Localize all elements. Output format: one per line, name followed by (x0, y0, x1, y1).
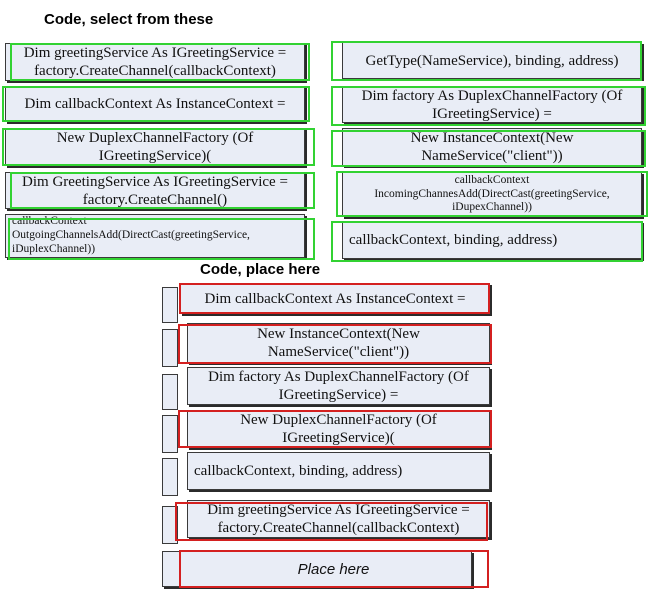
answer-tile-greeting-service-callback[interactable]: Dim greetingService As IGreetingService … (187, 500, 490, 538)
source-tile-callback-context-decl[interactable]: Dim callbackContext As InstanceContext = (5, 86, 305, 122)
tile-line: GetType(NameService), binding, address) (365, 52, 619, 69)
answer-tile-callback-context-decl[interactable]: Dim callbackContext As InstanceContext = (180, 283, 490, 314)
tile-line: iDupexChannel)) (452, 201, 532, 214)
place-here-slot[interactable]: Place here (180, 552, 487, 588)
source-tile-callback-binding-address[interactable]: callbackContext, binding, address) (342, 221, 642, 259)
place-here-label: Place here (297, 561, 370, 578)
tile-line: IGreetingService)( (98, 148, 212, 164)
tile-line: callbackContext (454, 173, 530, 186)
tile-line: IncomingChannesAdd(DirectCast(greetingSe… (374, 187, 610, 200)
tile-line: Dim factory As DuplexChannelFactory (Of (361, 87, 623, 104)
tile-line: factory.CreateChannel(callbackContext) (217, 520, 460, 536)
tile-line: New DuplexChannelFactory (Of (56, 130, 254, 146)
answer-slot-tab (162, 374, 178, 410)
tile-line: New InstanceContext(New (410, 130, 574, 146)
tile-line: NameService("client")) (267, 344, 410, 360)
tile-line: callbackContext (12, 215, 87, 228)
answer-tile-callback-binding-address[interactable]: callbackContext, binding, address) (187, 452, 490, 490)
answer-slot-tab (162, 415, 178, 453)
tile-line: New InstanceContext(New (257, 326, 420, 342)
tile-line: New DuplexChannelFactory (Of (240, 412, 437, 428)
tile-line: Dim greetingService As IGreetingService … (23, 45, 287, 61)
answer-slot-tab (162, 287, 178, 323)
tile-line: callbackContext, binding, address) (194, 463, 403, 479)
tile-line: IGreetingService) = (278, 387, 399, 403)
source-tile-greeting-service-callback[interactable]: Dim greetingService As IGreetingService … (5, 43, 305, 81)
answer-slot-tab (162, 458, 178, 496)
tile-line: Dim greetingService As IGreetingService … (207, 502, 470, 518)
tile-line: NameService("client")) (421, 148, 563, 164)
place-heading: Code, place here (200, 261, 321, 278)
tile-line: factory.CreateChannel(callbackContext) (34, 63, 276, 79)
source-tile-gettype[interactable]: GetType(NameService), binding, address) (342, 42, 642, 79)
tile-line: Dim callbackContext As InstanceContext = (204, 290, 466, 307)
tile-line: Dim callbackContext As InstanceContext = (24, 96, 286, 112)
tile-line: IGreetingService) = (432, 105, 552, 122)
answer-slot-tab (162, 506, 178, 544)
answer-slot-tab (162, 329, 178, 367)
source-tile-greeting-service-nocallback[interactable]: Dim GreetingService As IGreetingService … (5, 172, 305, 209)
tile-line: factory.CreateChannel() (82, 191, 228, 208)
tile-line: IGreetingService)( (282, 430, 395, 446)
select-heading: Code, select from these (44, 11, 214, 28)
tile-line: callbackContext, binding, address) (349, 232, 558, 248)
tile-line: OutgoingChannelsAdd(DirectCast(greetingS… (12, 229, 250, 242)
tile-line: Dim factory As DuplexChannelFactory (Of (208, 369, 469, 385)
tile-line: iDuplexChannel)) (12, 242, 96, 255)
tile-line: Dim GreetingService As IGreetingService … (22, 173, 288, 190)
